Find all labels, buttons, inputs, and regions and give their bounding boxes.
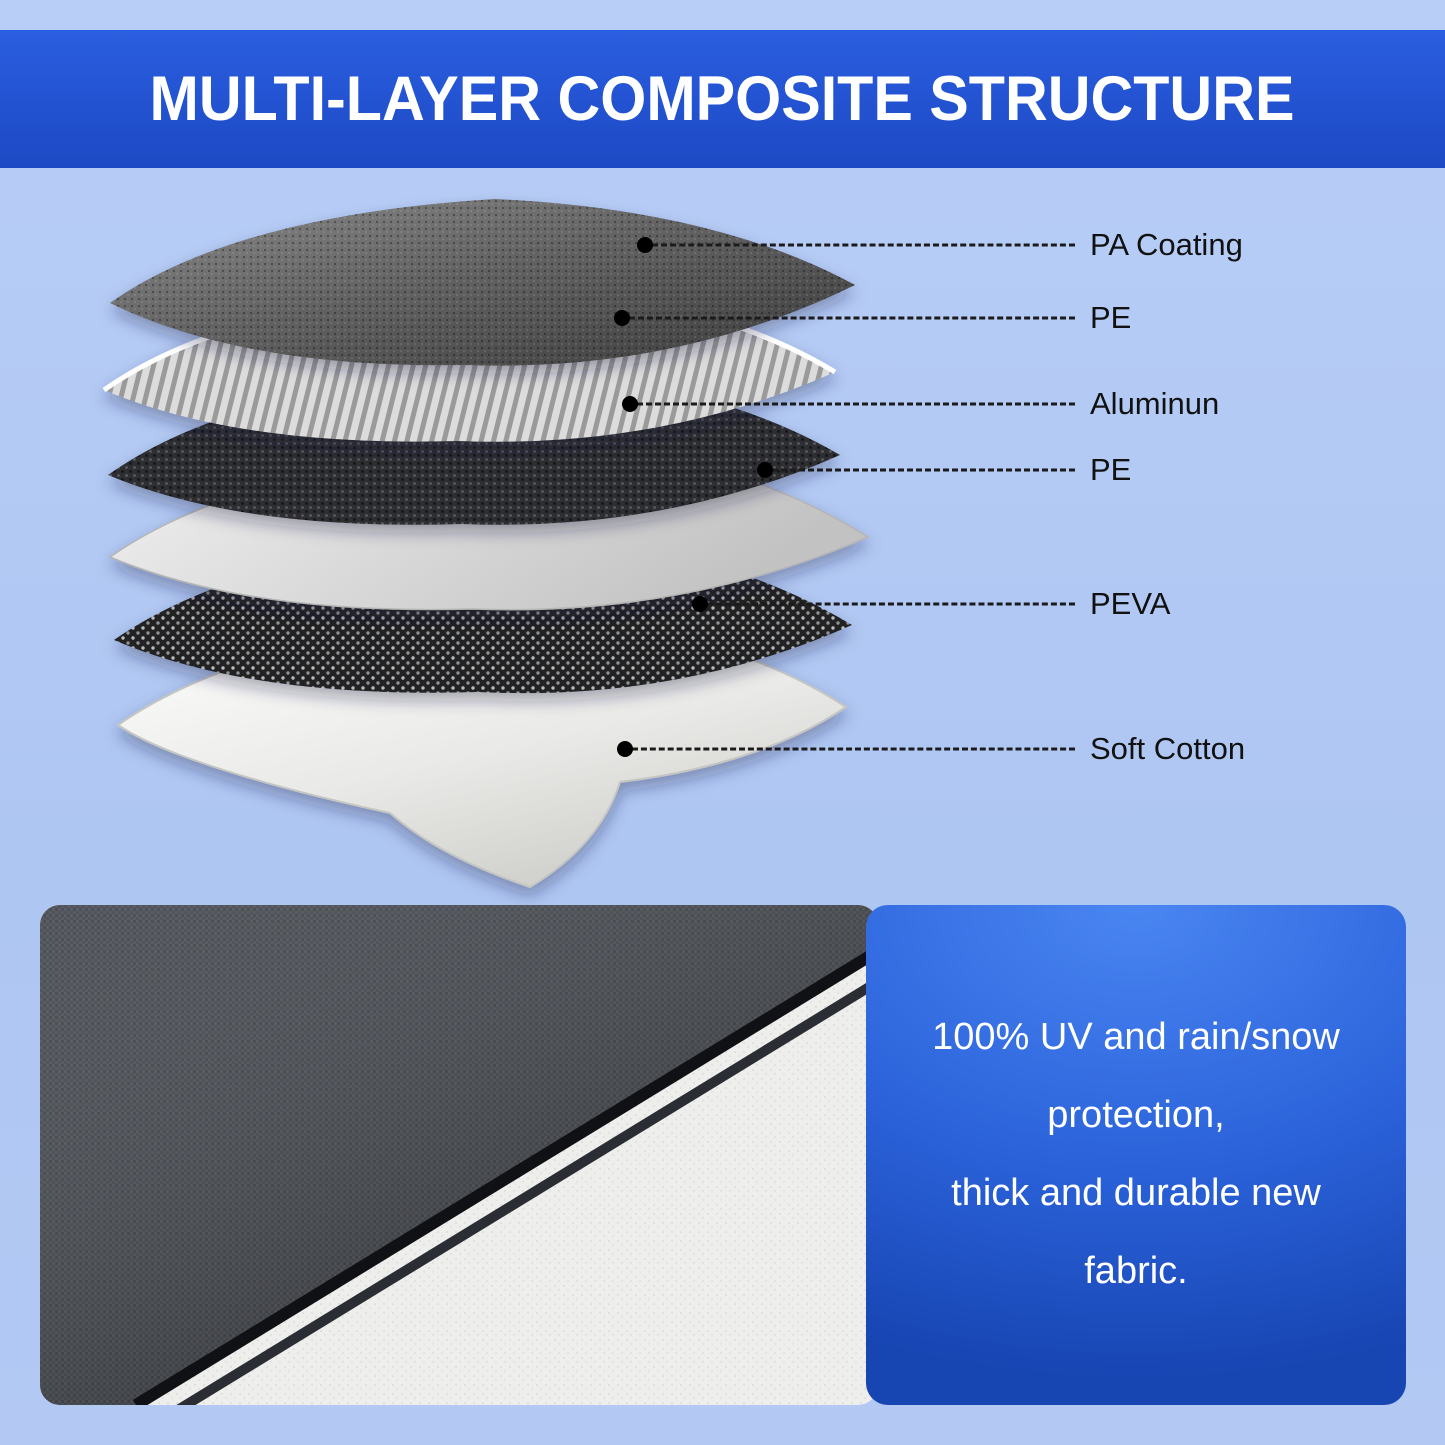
layer-label-peva: PEVA [1090,586,1171,621]
fabric-photo-art [40,905,878,1405]
callout-dot-pa-coating [637,237,653,253]
callout-line-peva [707,602,1075,606]
callout-dot-pe2 [757,462,773,478]
layer-label-pe2: PE [1090,452,1132,487]
callout-line-soft-cotton [632,747,1075,751]
layer-label-soft-cotton: Soft Cotton [1090,731,1246,766]
layer-label-pa-coating: PA Coating [1090,227,1243,262]
callout-line-pa-coating [652,243,1075,247]
feature-text: 100% UV and rain/snow protection, thick … [932,1016,1340,1292]
layer-label-pe1: PE [1090,300,1132,335]
feature-panel: 100% UV and rain/snow protection, thick … [866,905,1406,1405]
callout-line-pe2 [772,468,1075,472]
layer-diagram [102,199,870,889]
callout-dot-pe1 [614,310,630,326]
callout-dot-soft-cotton [617,741,633,757]
callout-dot-aluminum [622,396,638,412]
fabric-photo [40,905,878,1405]
callout-dot-peva [692,596,708,612]
callout-line-aluminum [637,402,1075,406]
layer-sheet-pa-coating [110,199,855,366]
layer-label-aluminum: Aluminun [1090,386,1220,421]
header-banner: MULTI-LAYER COMPOSITE STRUCTURE [0,30,1445,168]
page-title: MULTI-LAYER COMPOSITE STRUCTURE [150,64,1295,134]
callout-line-pe1 [629,316,1075,320]
